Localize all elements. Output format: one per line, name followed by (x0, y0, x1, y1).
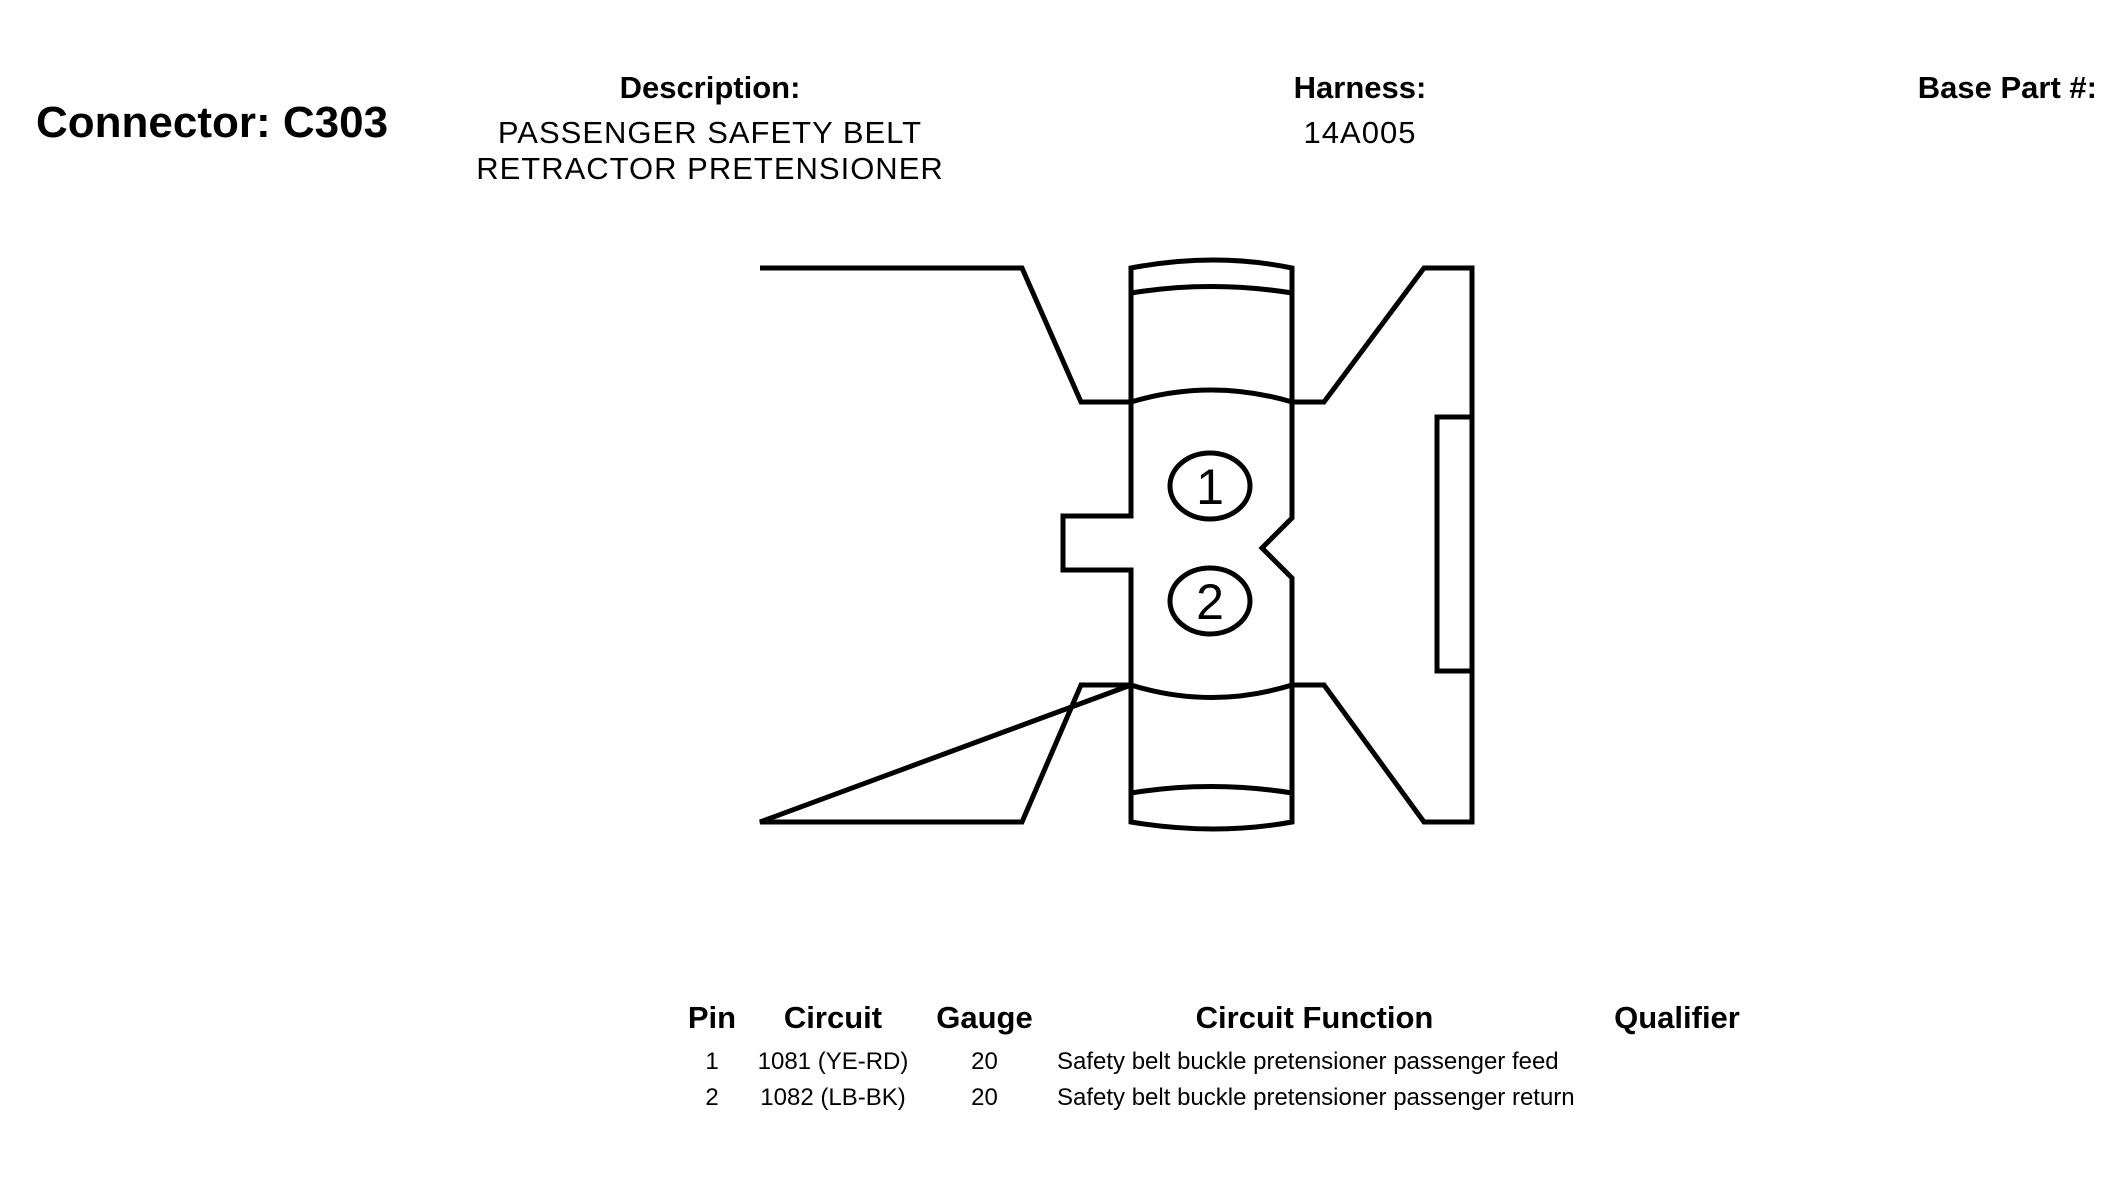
cell-qualifier (1582, 1080, 1772, 1116)
left-housing (759, 265, 1132, 825)
top-band-arc (1130, 284, 1293, 296)
table-header-row: Pin Circuit Gauge Circuit Function Quali… (680, 1000, 1772, 1044)
cell-gauge: 20 (971, 1048, 998, 1075)
center-column (1060, 257, 1295, 832)
description-line-1: PASSENGER SAFETY BELT (497, 115, 923, 150)
right-latch (1434, 414, 1475, 674)
description-line-2: RETRACTOR PRETENSIONER (476, 151, 944, 186)
bottom-band-arc (1130, 784, 1293, 796)
upper-arc (1130, 387, 1293, 405)
cell-function: Safety belt buckle pretensioner passenge… (1057, 1048, 1559, 1075)
lower-arc (1130, 682, 1293, 700)
column-header-gauge: Gauge (936, 1000, 1033, 1035)
column-header-qualifier: Qualifier (1614, 1000, 1740, 1035)
pin-2-cavity (1167, 565, 1253, 637)
pin-1-label: 1 (1196, 459, 1224, 515)
table-row: 2 1082 (LB-BK) 20 Safety belt buckle pre… (680, 1080, 1772, 1116)
cell-pin: 2 (705, 1084, 719, 1111)
base-part-label: Base Part #: (1917, 70, 2097, 105)
harness-label: Harness: (1293, 70, 1427, 105)
column-header-pin: Pin (687, 1000, 737, 1035)
right-housing (1292, 265, 1475, 825)
cell-circuit: 1081 (YE-RD) (757, 1048, 909, 1075)
description-value: PASSENGER SAFETY BELT RETRACTOR PRETENSI… (476, 115, 944, 187)
cell-qualifier (1582, 1044, 1772, 1080)
pin-1-cavity (1167, 450, 1253, 522)
cell-circuit: 1082 (LB-BK) (760, 1084, 906, 1111)
cell-pin: 1 (705, 1048, 719, 1075)
description-label: Description: (619, 70, 801, 105)
cell-gauge: 20 (971, 1084, 998, 1111)
column-header-function: Circuit Function (1195, 1000, 1434, 1035)
column-header-circuit: Circuit (783, 1000, 883, 1035)
cell-function: Safety belt buckle pretensioner passenge… (1057, 1084, 1575, 1111)
connector-title: Connector: C303 (36, 98, 389, 147)
harness-value: 14A005 (1303, 115, 1417, 150)
table-row: 1 1081 (YE-RD) 20 Safety belt buckle pre… (680, 1044, 1772, 1080)
pin-table: Pin Circuit Gauge Circuit Function Quali… (680, 1000, 1772, 1116)
pin-2-label: 2 (1196, 574, 1224, 630)
